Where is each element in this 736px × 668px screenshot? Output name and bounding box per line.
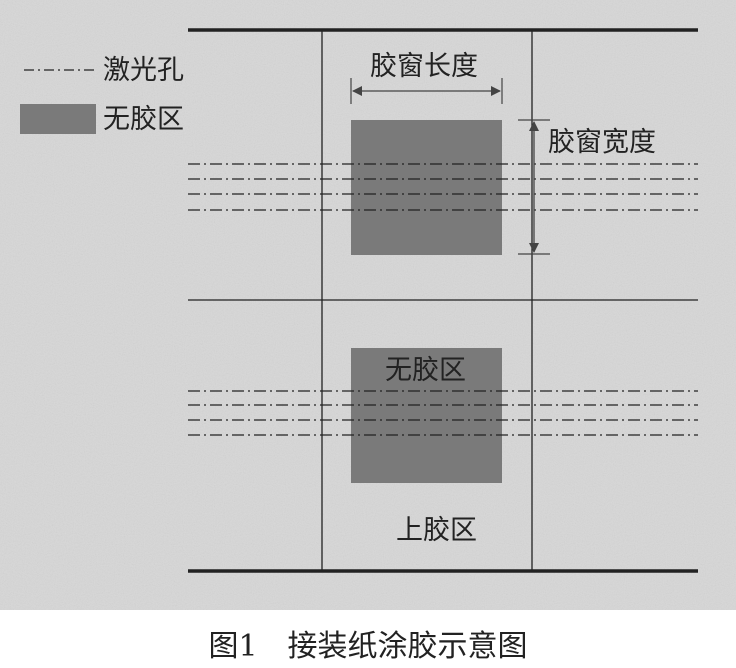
diagram-area: 激光孔 无胶区 胶窗长度 胶窗宽度 无胶区 上胶区 bbox=[0, 0, 736, 610]
laser-hole-lines-lower bbox=[188, 390, 698, 436]
no-glue-zone-label: 无胶区 bbox=[385, 355, 466, 386]
window-width-label: 胶窗宽度 bbox=[548, 127, 656, 158]
figure-number: 图1 bbox=[208, 629, 258, 664]
laser-hole-lines-upper bbox=[188, 163, 698, 211]
diagram-canvas bbox=[0, 0, 736, 610]
glued-zone-label: 上胶区 bbox=[396, 515, 477, 546]
upper-glue-window bbox=[351, 120, 502, 255]
legend-laser-hole-label: 激光孔 bbox=[103, 55, 184, 86]
figure-caption: 图1 接装纸涂胶示意图 bbox=[0, 618, 736, 668]
background-grain bbox=[0, 0, 736, 610]
legend-no-glue-label: 无胶区 bbox=[103, 104, 184, 135]
lower-glue-window bbox=[351, 348, 502, 483]
figure-title: 接装纸涂胶示意图 bbox=[287, 629, 528, 664]
legend-no-glue-swatch bbox=[20, 104, 96, 134]
window-length-label: 胶窗长度 bbox=[370, 51, 478, 82]
